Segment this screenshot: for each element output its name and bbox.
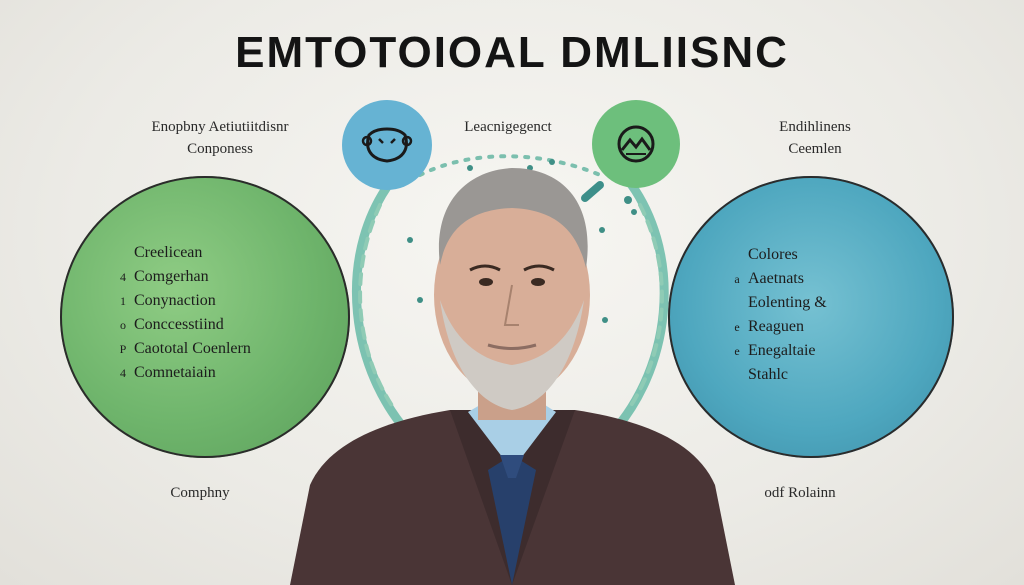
mountain-icon-badge (592, 100, 680, 188)
list-item: Colores (748, 246, 798, 263)
list-item: Creelicean (134, 244, 203, 261)
top-left-label-line1: Enopbny Aetiutiitdisnr (151, 119, 289, 135)
top-right-label-line2: Ceemlen (788, 141, 842, 157)
top-center-label: Leacnigegenct (464, 119, 552, 135)
face-icon-badge (342, 100, 432, 190)
mountain-icon (617, 125, 655, 163)
page-title: EMTOTOIOAL DMLIISNC (235, 28, 789, 77)
top-left-label-line2: Conponess (187, 141, 253, 157)
face-icon (361, 127, 413, 163)
top-right-label: Endihlinens Ceemlen (735, 116, 895, 160)
list-item: Stahlc (748, 366, 788, 383)
top-right-label-line1: Endihlinens (779, 119, 851, 135)
list-item: Eolenting & (748, 294, 827, 311)
bottom-left-label: Comphny (170, 485, 230, 501)
right-blue-circle (668, 176, 954, 458)
left-green-circle (60, 176, 350, 458)
bottom-right-label: odf Rolainn (764, 485, 836, 501)
top-left-label: Enopbny Aetiutiitdisnr Conponess (120, 116, 320, 160)
